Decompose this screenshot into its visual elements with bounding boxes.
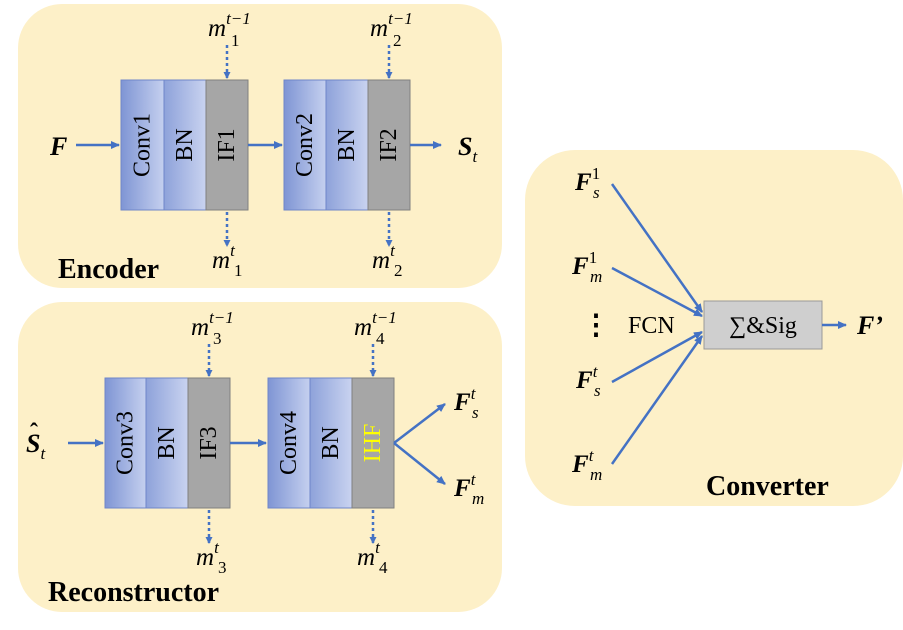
if3-layer: [187, 377, 231, 509]
if2-layer: [367, 79, 411, 211]
bn2-layer: [325, 79, 369, 211]
encoder-block-1: Conv1 BN IF1: [120, 79, 249, 211]
if2-label: IF2: [376, 128, 402, 161]
m3-out-label: mt3: [196, 538, 227, 577]
reconstructor-input-label: St: [26, 429, 46, 463]
reconstructor-block-4: Conv4 BN IHF: [267, 377, 395, 509]
fs-output-arrow: [393, 403, 446, 444]
reconstructor-block-3: Conv3 BN IF3: [104, 377, 231, 509]
conv4-layer: [267, 377, 311, 509]
converter-input-2-arrow: [611, 266, 703, 318]
encoder-block-2: Conv2 BN IF2: [283, 79, 411, 211]
converter-input-3-arrow: [611, 330, 703, 384]
sum-sig-label: ∑&Sig: [729, 313, 797, 339]
converter-title: Converter: [706, 471, 829, 502]
if1-label: IF1: [214, 128, 240, 161]
bn4-layer: [309, 377, 353, 509]
fcn-label: FCN: [628, 313, 675, 339]
m1-out-label: mt1: [212, 241, 243, 280]
bn3-label: BN: [154, 426, 180, 459]
encoder-title: Encoder: [58, 254, 159, 285]
bn2-label: BN: [334, 128, 360, 161]
converter-input-4-arrow: [610, 335, 704, 465]
bn1-layer: [163, 79, 207, 211]
reconstructor-input-hat: ˆ: [30, 420, 38, 446]
encoder-output-label: St: [458, 132, 478, 166]
reconstructor-title: Reconstructor: [48, 577, 219, 608]
encoder-input-label: F: [49, 132, 67, 161]
if3-label: IF3: [196, 426, 222, 459]
ihf-label: IHF: [360, 424, 386, 463]
bn4-label: BN: [318, 426, 344, 459]
fm-output-arrow: [393, 442, 446, 485]
converter-output-label: F’: [856, 311, 883, 340]
m2-out-label: mt2: [372, 241, 403, 280]
conv3-label: Conv3: [113, 411, 139, 475]
bn3-layer: [145, 377, 189, 509]
conv3-layer: [104, 377, 147, 509]
ihf-layer: [351, 377, 395, 509]
conv1-label: Conv1: [130, 113, 156, 177]
conv4-label: Conv4: [276, 411, 302, 475]
converter-input-1-arrow: [610, 183, 704, 313]
bn1-label: BN: [172, 128, 198, 161]
converter-ellipsis: ⋮: [582, 310, 610, 341]
reconstructor-panel-bg: [18, 302, 502, 612]
m4-out-label: mt4: [357, 538, 388, 577]
conv2-label: Conv2: [292, 113, 318, 177]
